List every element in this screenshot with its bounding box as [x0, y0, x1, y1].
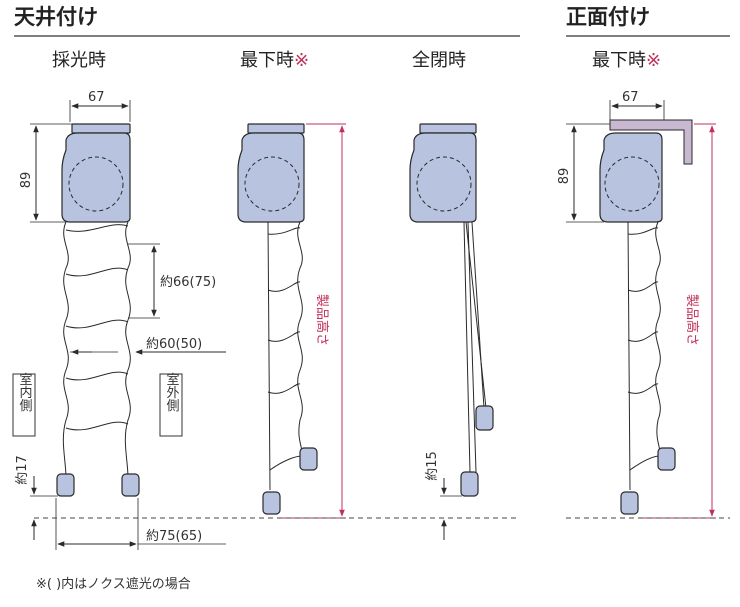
figure-lighting: 67 89 約66(75) 約60(50) 室内側 室外側	[12, 90, 226, 550]
dim-bottom-17: 約17	[15, 455, 30, 485]
footnote: ※( )内はノクス遮光の場合	[36, 576, 191, 592]
dim-bottom-15: 約15	[425, 451, 440, 481]
label-indoor: 室内側	[17, 372, 33, 412]
bottom-weight-right	[121, 473, 140, 497]
subtitle-lighting: 採光時	[52, 50, 106, 71]
dim-width-67-a: 67	[88, 90, 105, 105]
roll-circle	[68, 156, 124, 212]
figure-closed: 約15	[409, 123, 494, 540]
subtitle-lowest-2-mark: ※	[646, 50, 661, 71]
headrail-housing	[61, 132, 131, 223]
dim-height-89-b: 89	[557, 168, 572, 185]
bottom-weight-left	[56, 473, 75, 497]
subtitle-lowest-1: 最下時	[240, 50, 294, 71]
outdoor-label-box	[159, 373, 183, 437]
dim-width-67-b: 67	[622, 90, 639, 105]
subtitle-lowest-2: 最下時	[592, 50, 646, 71]
dim-depth-75: 約75(65)	[146, 529, 202, 544]
indoor-label-box	[12, 373, 36, 437]
label-product-height-1: 製品高さ	[314, 294, 330, 346]
subtitle-closed: 全閉時	[412, 50, 466, 71]
section-ceiling-mount: 天井付け	[14, 5, 98, 29]
dim-gap-60: 約60(50)	[146, 337, 202, 352]
dim-height-89-a: 89	[19, 172, 34, 189]
figure-lowest-front: 67 89 製品高さ	[557, 90, 716, 519]
subtitle-lowest-1-mark: ※	[294, 50, 309, 71]
label-outdoor: 室外側	[164, 372, 180, 412]
label-product-height-2: 製品高さ	[684, 294, 700, 346]
section-front-mount: 正面付け	[566, 5, 650, 29]
mount-bracket	[71, 123, 131, 134]
figure-lowest-ceiling: 製品高さ	[237, 123, 346, 519]
dim-pitch-66: 約66(75)	[160, 275, 216, 290]
